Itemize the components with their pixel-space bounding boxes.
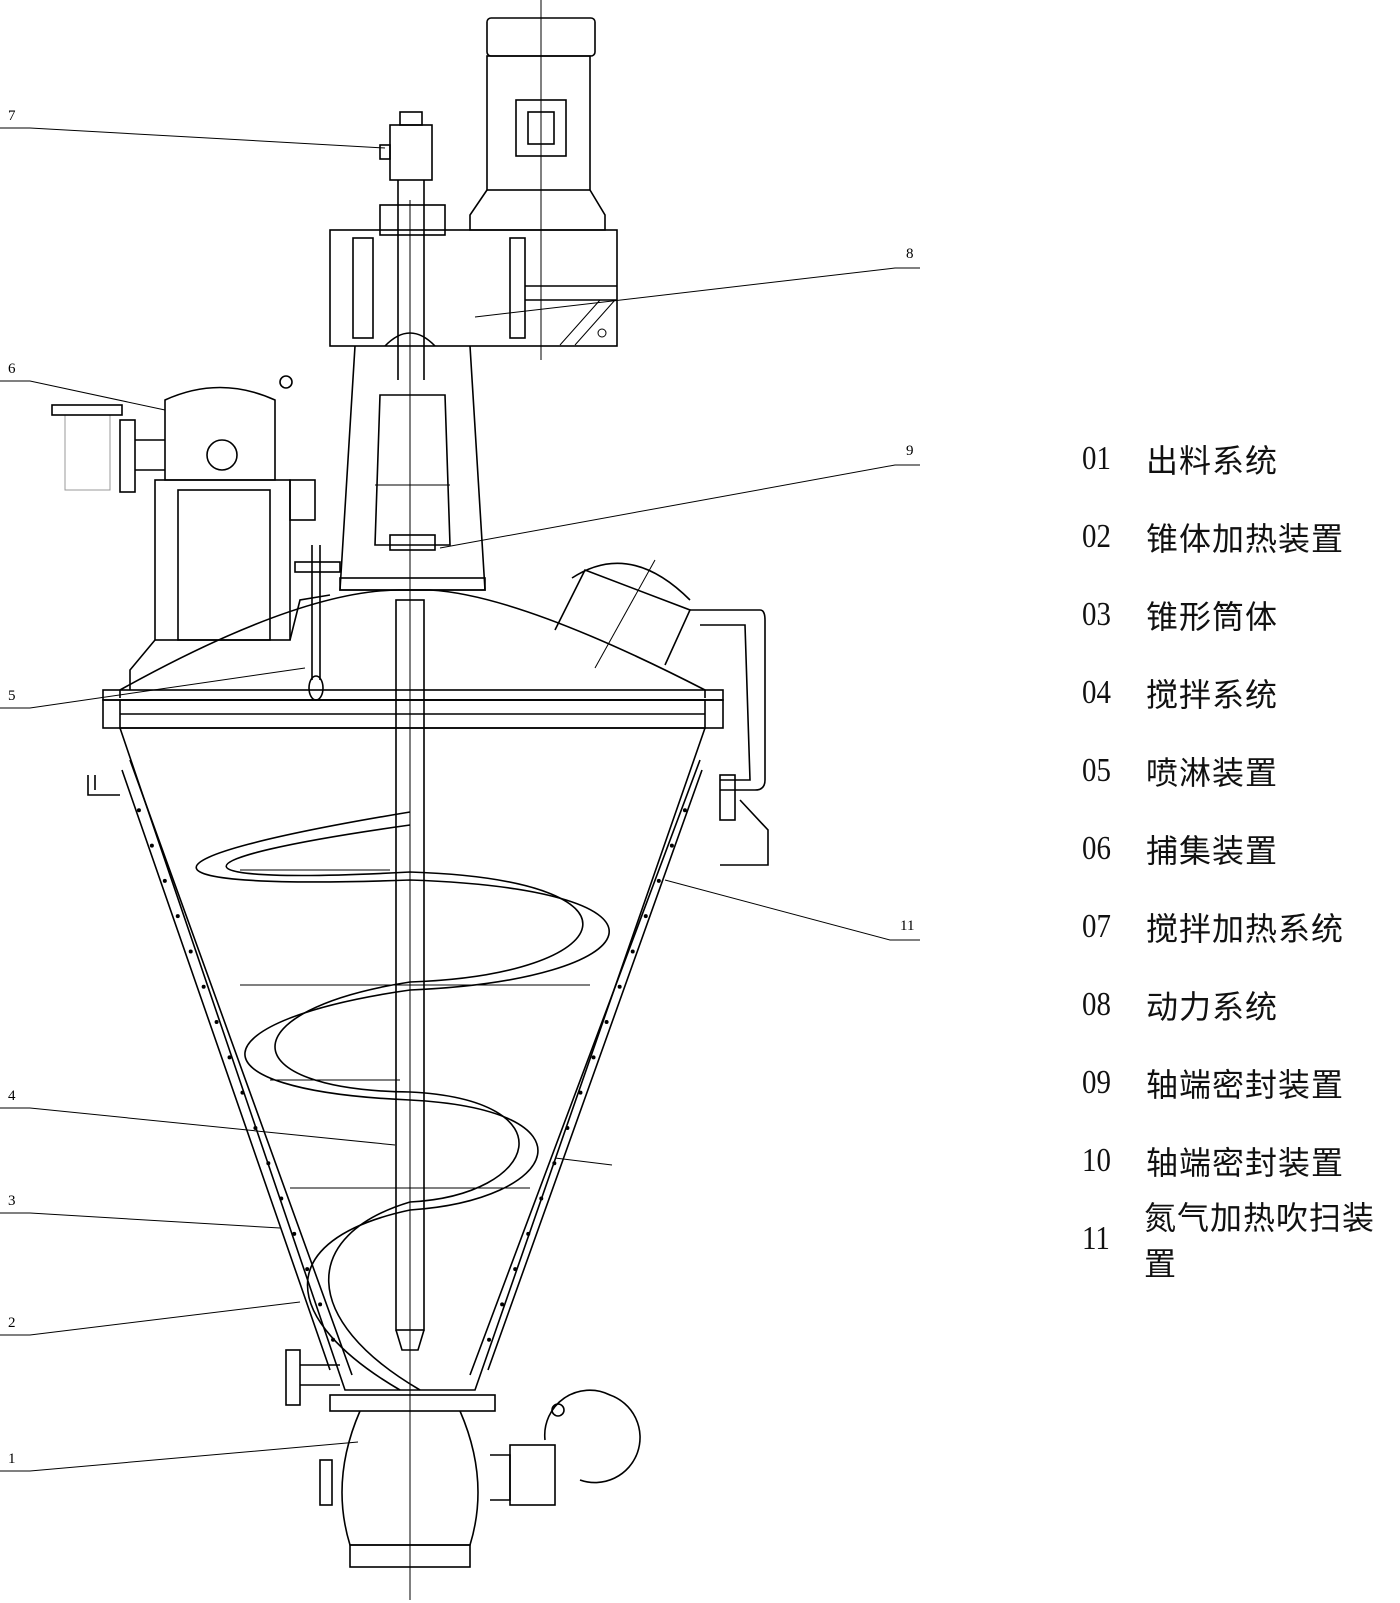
stud-dot [630,949,635,954]
stud-dot [175,914,180,919]
callout-2: 2 [8,1315,16,1331]
stud-dot [292,1231,297,1236]
legend-label: 搅拌系统 [1146,676,1279,714]
stud-dot [136,808,141,813]
stud-dot [513,1267,518,1272]
legend-label: 喷淋装置 [1146,754,1279,792]
stud-dot [565,1125,570,1130]
stud-dot [552,1161,557,1166]
stud-dot [162,878,167,883]
callout-1: 1 [8,1451,16,1467]
callout-8: 8 [906,246,914,262]
legend-label: 捕集装置 [1146,832,1279,870]
legend-item: 08 动力系统 [1082,966,1400,1044]
legend-number: 02 [1082,518,1111,555]
stud-dot [578,1090,583,1095]
legend-item: 01 出料系统 [1082,420,1400,498]
stud-dot [253,1125,258,1130]
legend-item: 02 锥体加热装置 [1082,498,1400,576]
discharge-valve [285,1349,641,1568]
stud-dot [266,1161,271,1166]
legend-label: 搅拌加热系统 [1146,910,1345,948]
stud-dot [669,843,674,848]
stud-dot [539,1196,544,1201]
legend-label: 锥形筒体 [1146,598,1279,636]
stud-dot [604,1020,609,1025]
callout-5: 5 [8,688,16,704]
legend-item: 04 搅拌系统 [1082,654,1400,732]
spray-device [294,545,341,701]
legend-number: 04 [1082,674,1111,711]
legend-item: 07 搅拌加热系统 [1082,888,1400,966]
legend-number: 05 [1082,752,1111,789]
legend-number: 03 [1082,596,1111,633]
legend-number: 01 [1082,440,1111,477]
legend-item: 03 锥形筒体 [1082,576,1400,654]
stud-dot [201,984,206,989]
legend-label: 动力系统 [1146,988,1279,1026]
stud-dot [526,1231,531,1236]
legend-item: 06 捕集装置 [1082,810,1400,888]
jacket-studs [136,808,687,1342]
legend-item: 05 喷淋装置 [1082,732,1400,810]
callout-3: 3 [8,1193,16,1209]
leader-lines [0,127,920,1472]
stud-dot [656,878,661,883]
legend-number: 09 [1082,1064,1111,1101]
cone-body [87,727,706,1391]
callout-4: 4 [8,1088,16,1104]
stud-dot [643,914,648,919]
stud-dot [318,1302,323,1307]
agitator [195,599,613,1391]
legend-item: 09 轴端密封装置 [1082,1044,1400,1122]
legend-number: 11 [1082,1220,1110,1257]
top-head [102,589,724,729]
stirring-heating-joint [379,111,446,380]
stud-dot [591,1055,596,1060]
callout-11: 11 [900,918,915,934]
legend-label: 轴端密封装置 [1146,1144,1345,1182]
legend-item: 11 氮气加热吹扫装置 [1082,1199,1400,1283]
stud-dot [682,808,687,813]
motor [469,17,606,231]
legend-number: 08 [1082,986,1111,1023]
stud-dot [227,1055,232,1060]
legend-number: 10 [1082,1142,1111,1179]
stud-dot [188,949,193,954]
manhole [554,559,769,866]
legend-label: 锥体加热装置 [1146,520,1345,558]
callout-9: 9 [906,443,914,459]
stud-dot [487,1337,492,1342]
legend-number: 06 [1082,830,1111,867]
stud-dot [617,984,622,989]
stud-dot [279,1196,284,1201]
legend-number: 07 [1082,908,1111,945]
gearbox [329,229,618,347]
stud-dot [149,843,154,848]
capture-device [51,375,331,690]
legend-label: 轴端密封装置 [1146,1066,1345,1104]
legend-label: 氮气加热吹扫装置 [1144,1199,1376,1283]
legend-label: 出料系统 [1146,442,1279,480]
legend-item: 10 轴端密封装置 [1082,1122,1400,1200]
callout-7: 7 [8,108,16,124]
stud-dot [240,1090,245,1095]
support-frame [339,332,486,591]
stud-dot [305,1267,310,1272]
parts-legend: 01 出料系统 02 锥体加热装置 03 锥形筒体 04 搅拌系统 05 喷淋装置 06 捕… [1082,420,1400,1283]
stud-dot [500,1302,505,1307]
stud-dot [214,1020,219,1025]
callout-6: 6 [8,361,16,377]
